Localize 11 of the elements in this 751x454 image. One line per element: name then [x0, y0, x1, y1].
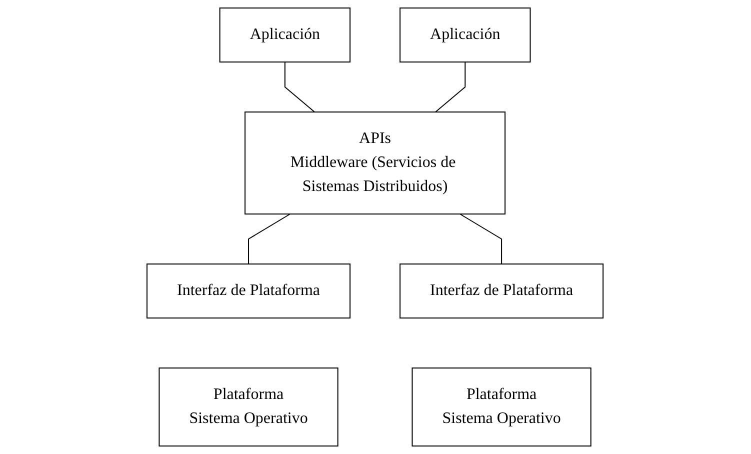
node-box: Plataforma Sistema Operativo: [159, 368, 339, 446]
connector: [435, 62, 466, 112]
node-box: APIs Middleware (Servicios de Sistemas Distribuidos): [245, 112, 506, 214]
connector: [460, 214, 503, 264]
node-box: Aplicación: [400, 8, 532, 62]
connector: [248, 214, 292, 264]
node-box: Aplicación: [220, 8, 351, 62]
connector: [284, 62, 316, 112]
node-box: Interfaz de Plataforma: [146, 264, 351, 318]
node-box: Interfaz de Plataforma: [400, 264, 604, 318]
node-box: Plataforma Sistema Operativo: [412, 368, 592, 446]
